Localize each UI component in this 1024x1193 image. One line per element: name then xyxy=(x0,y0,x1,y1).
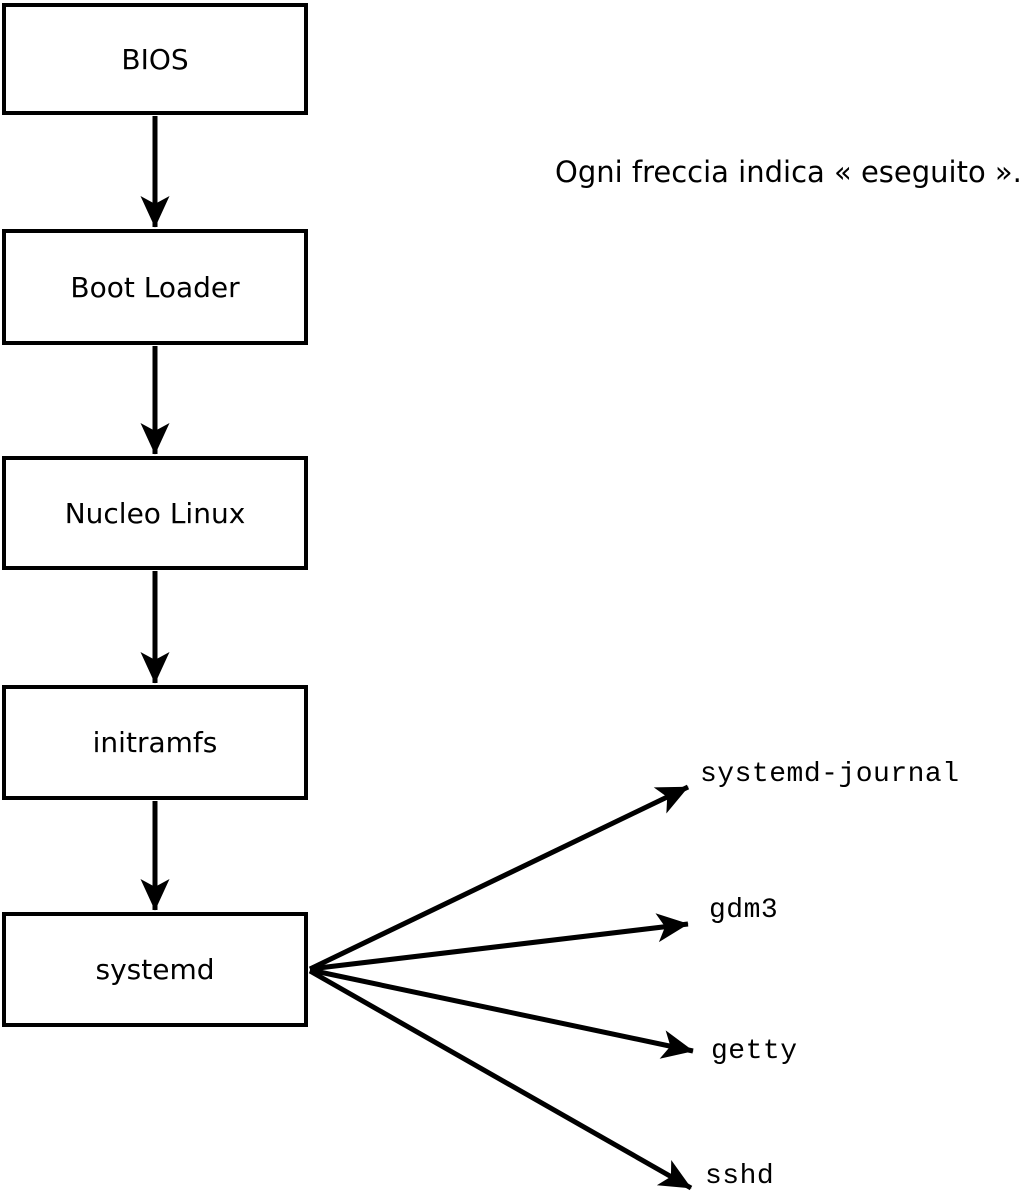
arrow-systemd-to-journal xyxy=(308,784,690,972)
service-label-gdm3: gdm3 xyxy=(709,895,779,926)
node-nucleo-linux: Nucleo Linux xyxy=(2,456,308,570)
node-boot-loader-label: Boot Loader xyxy=(70,270,240,304)
node-systemd: systemd xyxy=(2,912,308,1027)
node-initramfs-label: initramfs xyxy=(92,726,218,759)
arrow-systemd-to-getty xyxy=(309,967,694,1059)
arrow-systemd-to-gdm3 xyxy=(309,913,689,972)
service-label-sshd: sshd xyxy=(705,1161,775,1192)
service-label-getty: getty xyxy=(711,1036,798,1067)
node-bios-label: BIOS xyxy=(121,42,189,76)
diagram-caption: Ogni freccia indica « eseguito ». xyxy=(555,155,1022,189)
node-bios: BIOS xyxy=(2,3,308,115)
node-boot-loader: Boot Loader xyxy=(2,229,308,345)
node-initramfs: initramfs xyxy=(2,685,308,800)
node-systemd-label: systemd xyxy=(95,953,215,986)
service-label-systemd-journal: systemd-journal xyxy=(700,759,960,790)
node-nucleo-linux-label: Nucleo Linux xyxy=(64,496,246,530)
arrow-systemd-to-sshd xyxy=(308,968,693,1191)
